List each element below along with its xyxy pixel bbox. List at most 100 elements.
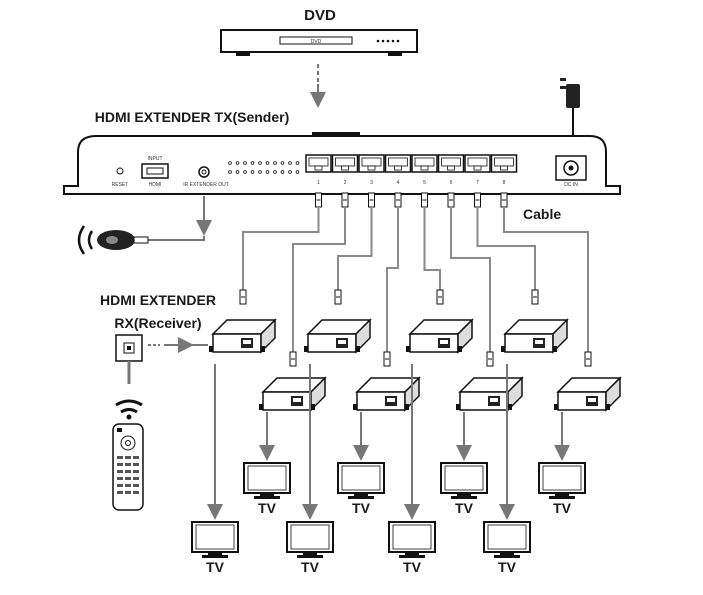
wireless-signal-icon: [115, 399, 143, 420]
led-icon: [295, 161, 300, 165]
rj45-port-7: 7: [464, 154, 491, 186]
tv-label: TV: [206, 559, 225, 575]
rx-receiver-4: [353, 376, 421, 412]
led-icon: [228, 170, 232, 174]
tv-label: TV: [498, 559, 517, 575]
led-icon: [265, 161, 270, 165]
led-icon: [250, 161, 255, 165]
tv-label: TV: [455, 500, 474, 516]
port-number-label: 4: [397, 180, 400, 186]
port-number-label: 5: [423, 180, 426, 186]
rx-plug-8: [584, 351, 592, 367]
cable-run-2: [292, 207, 346, 352]
led-icon: [265, 170, 270, 174]
rx-receiver-2: [259, 376, 327, 412]
port-number-label: 6: [450, 180, 453, 186]
port-number-label: 8: [503, 180, 506, 186]
led-icon: [228, 161, 232, 165]
tv-5: TV: [388, 521, 436, 575]
cable-label: Cable: [523, 206, 561, 222]
port-plug-6: [447, 192, 455, 208]
tv-label: TV: [553, 500, 572, 516]
rx-receivers: TV TV TV TV TV TV TV TV: [191, 318, 622, 575]
port-plug-4: [394, 192, 402, 208]
cable-runs: [239, 192, 592, 367]
dvd-label: DVD: [304, 7, 336, 24]
ir-receiver-icon: [115, 334, 208, 384]
port-number-label: 7: [476, 180, 479, 186]
rx-plug-2: [289, 351, 297, 367]
ir-out-label: IR EXTENDER OUT: [183, 182, 229, 188]
tv-3: TV: [286, 521, 334, 575]
rx-title-line2: RX(Receiver): [114, 315, 201, 331]
tv-8: TV: [538, 462, 586, 516]
led-icon: [288, 170, 292, 174]
port-plug-8: [500, 192, 508, 208]
tx-title: HDMI EXTENDER TX(Sender): [95, 109, 289, 125]
tv-label: TV: [352, 500, 371, 516]
led-icon: [250, 170, 255, 174]
led-icon: [243, 170, 247, 174]
led-icon: [235, 170, 240, 174]
rx-receiver-5: [406, 318, 474, 354]
rj45-port-2: 2: [331, 154, 359, 186]
input-label: INPUT: [148, 156, 163, 162]
rx-receiver-8: [554, 376, 622, 412]
rx-receiver-6: [456, 376, 524, 412]
remote-control-icon: [112, 423, 144, 511]
rx-title-line1: HDMI EXTENDER: [100, 292, 216, 308]
rx-receiver-1: [209, 318, 277, 354]
led-icon: [258, 170, 262, 174]
rj45-port-1: 1: [305, 154, 332, 186]
hdmi-port-label: HDMI: [149, 182, 162, 188]
tv-1: TV: [191, 521, 239, 575]
port-number-label: 2: [344, 180, 347, 186]
rx-plug-1: [239, 289, 247, 305]
tv-2: TV: [243, 462, 291, 516]
cable-run-8: [503, 207, 589, 352]
rj45-port-8: 8: [490, 154, 518, 186]
led-icon: [273, 161, 277, 165]
cable-run-4: [386, 207, 399, 352]
rx-plug-6: [486, 351, 494, 367]
port-plug-2: [341, 192, 349, 208]
cable-run-5: [423, 207, 441, 290]
rj45-port-6: 6: [437, 154, 465, 186]
tv-label: TV: [258, 500, 277, 516]
rj45-port-row: 1 2 3 4 5 6 7 8: [305, 154, 518, 186]
rx-receiver-7: [501, 318, 569, 354]
led-icon: [280, 170, 285, 174]
port-number-label: 1: [317, 180, 320, 186]
dvd-display-text: DVD: [311, 39, 322, 45]
dc-in-label: DC IN: [564, 182, 578, 188]
cable-run-3: [337, 207, 373, 290]
rx-receiver-3: [304, 318, 372, 354]
led-icon: [280, 161, 285, 165]
tv-6: TV: [440, 462, 488, 516]
port-number-label: 3: [370, 180, 373, 186]
rj45-port-3: 3: [358, 154, 385, 186]
led-icon: [258, 161, 262, 165]
led-icon: [243, 161, 247, 165]
rx-plug-7: [531, 289, 539, 305]
indicator-leds: [228, 161, 300, 174]
port-plug-1: [315, 192, 322, 208]
port-plug-3: [368, 192, 375, 208]
cable-run-6: [450, 207, 491, 352]
tv-label: TV: [301, 559, 320, 575]
tv-label: TV: [403, 559, 422, 575]
cable-run-1: [242, 207, 320, 290]
tv-4: TV: [337, 462, 385, 516]
rx-plug-3: [334, 289, 342, 305]
rx-plug-4: [383, 351, 391, 367]
led-icon: [288, 161, 292, 165]
led-icon: [273, 170, 277, 174]
led-icon: [235, 161, 240, 165]
ir-emitter-icon: [77, 225, 149, 255]
reset-label: RESET: [112, 182, 129, 188]
tv-7: TV: [483, 521, 531, 575]
dvd-player: DVD: [220, 29, 418, 56]
port-plug-5: [421, 192, 428, 208]
rj45-port-5: 5: [411, 154, 438, 186]
